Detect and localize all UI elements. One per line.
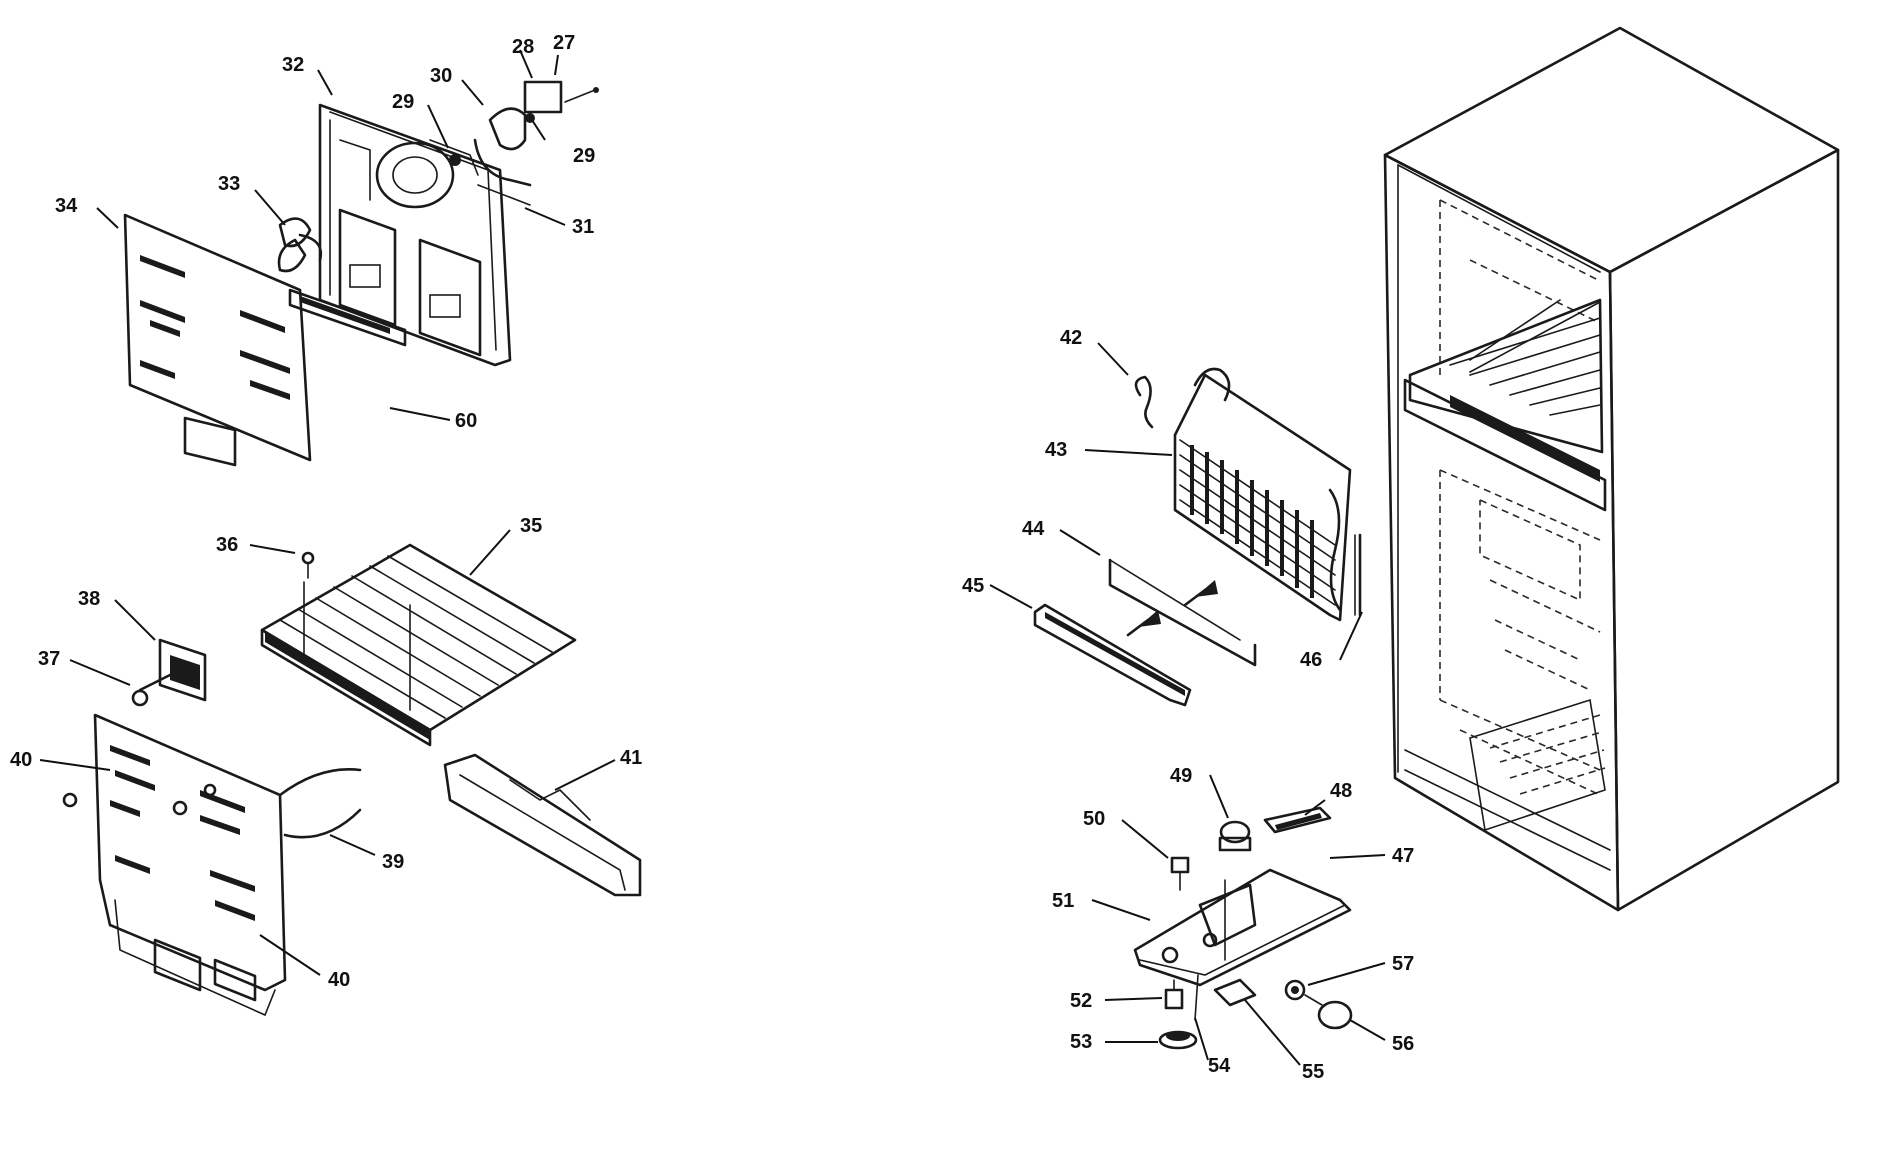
callout-53: 53 [1070, 1031, 1092, 1053]
callout-60: 60 [455, 410, 477, 432]
light-switch [1170, 856, 1190, 891]
callout-54: 54 [1208, 1055, 1231, 1077]
callout-48: 48 [1330, 780, 1352, 802]
light-bulb [1304, 994, 1353, 1030]
airflow-arrows [1126, 580, 1218, 637]
defrost-thermostat [1354, 533, 1362, 617]
control-housing [131, 638, 207, 707]
callout-40-left: 40 [10, 749, 32, 771]
callout-28: 28 [512, 36, 534, 58]
callout-35: 35 [520, 515, 542, 537]
callout-43: 43 [1045, 439, 1067, 461]
air-duct [443, 753, 642, 897]
callout-32: 32 [282, 54, 304, 76]
callout-49: 49 [1170, 765, 1192, 787]
evaporator [1173, 367, 1352, 622]
callout-34: 34 [55, 195, 78, 217]
defrost-heater [1108, 558, 1257, 667]
heater-cover [1033, 603, 1192, 707]
callout-44: 44 [1022, 518, 1045, 540]
fan-blade [277, 217, 323, 273]
callout-41: 41 [620, 747, 642, 769]
callout-45: 45 [962, 575, 984, 597]
evaporator-clip [1134, 375, 1154, 429]
leader-lines [39, 49, 1386, 1066]
damper-assembly [449, 80, 599, 206]
wire-lead [1194, 974, 1199, 1021]
control-box-housing [1133, 868, 1352, 987]
callout-50: 50 [1083, 808, 1105, 830]
callout-42: 42 [1060, 327, 1082, 349]
callout-36: 36 [216, 534, 238, 556]
callout-46: 46 [1300, 649, 1322, 671]
light-shield [1213, 978, 1257, 1007]
callout-57: 57 [1392, 953, 1414, 975]
callout-37: 37 [38, 648, 60, 670]
lamp-socket-base [1158, 1030, 1198, 1050]
callout-29-top: 29 [392, 91, 414, 113]
callout-51: 51 [1052, 890, 1074, 912]
temperature-control-knob [1263, 806, 1332, 834]
fresh-food-rear-cover [62, 713, 362, 1017]
callout-39: 39 [382, 851, 404, 873]
callout-30: 30 [430, 65, 452, 87]
callout-33: 33 [218, 173, 240, 195]
thermostat-knob [1218, 820, 1252, 852]
callout-56: 56 [1392, 1033, 1414, 1055]
callout-38: 38 [78, 588, 100, 610]
refrigerator-cabinet [1383, 26, 1840, 912]
freezer-back-cover [123, 213, 312, 467]
callout-52: 52 [1070, 990, 1092, 1012]
callout-40-bottom: 40 [328, 969, 350, 991]
callout-29-right: 29 [573, 145, 595, 167]
air-duct-strip [288, 288, 407, 347]
lamp-socket [1284, 979, 1306, 1001]
callout-47: 47 [1392, 845, 1414, 867]
freezer-wire-shelf [260, 543, 577, 747]
callout-55: 55 [1302, 1061, 1324, 1083]
wire-connector [1164, 979, 1184, 1010]
shelf-screw [301, 551, 315, 579]
callout-27: 27 [553, 32, 575, 54]
freezer-evaporator-cover [318, 103, 512, 367]
callout-31: 31 [572, 216, 594, 238]
callout-labels: 27 28 29 29 30 31 32 33 34 35 36 37 38 3… [10, 32, 1414, 1083]
